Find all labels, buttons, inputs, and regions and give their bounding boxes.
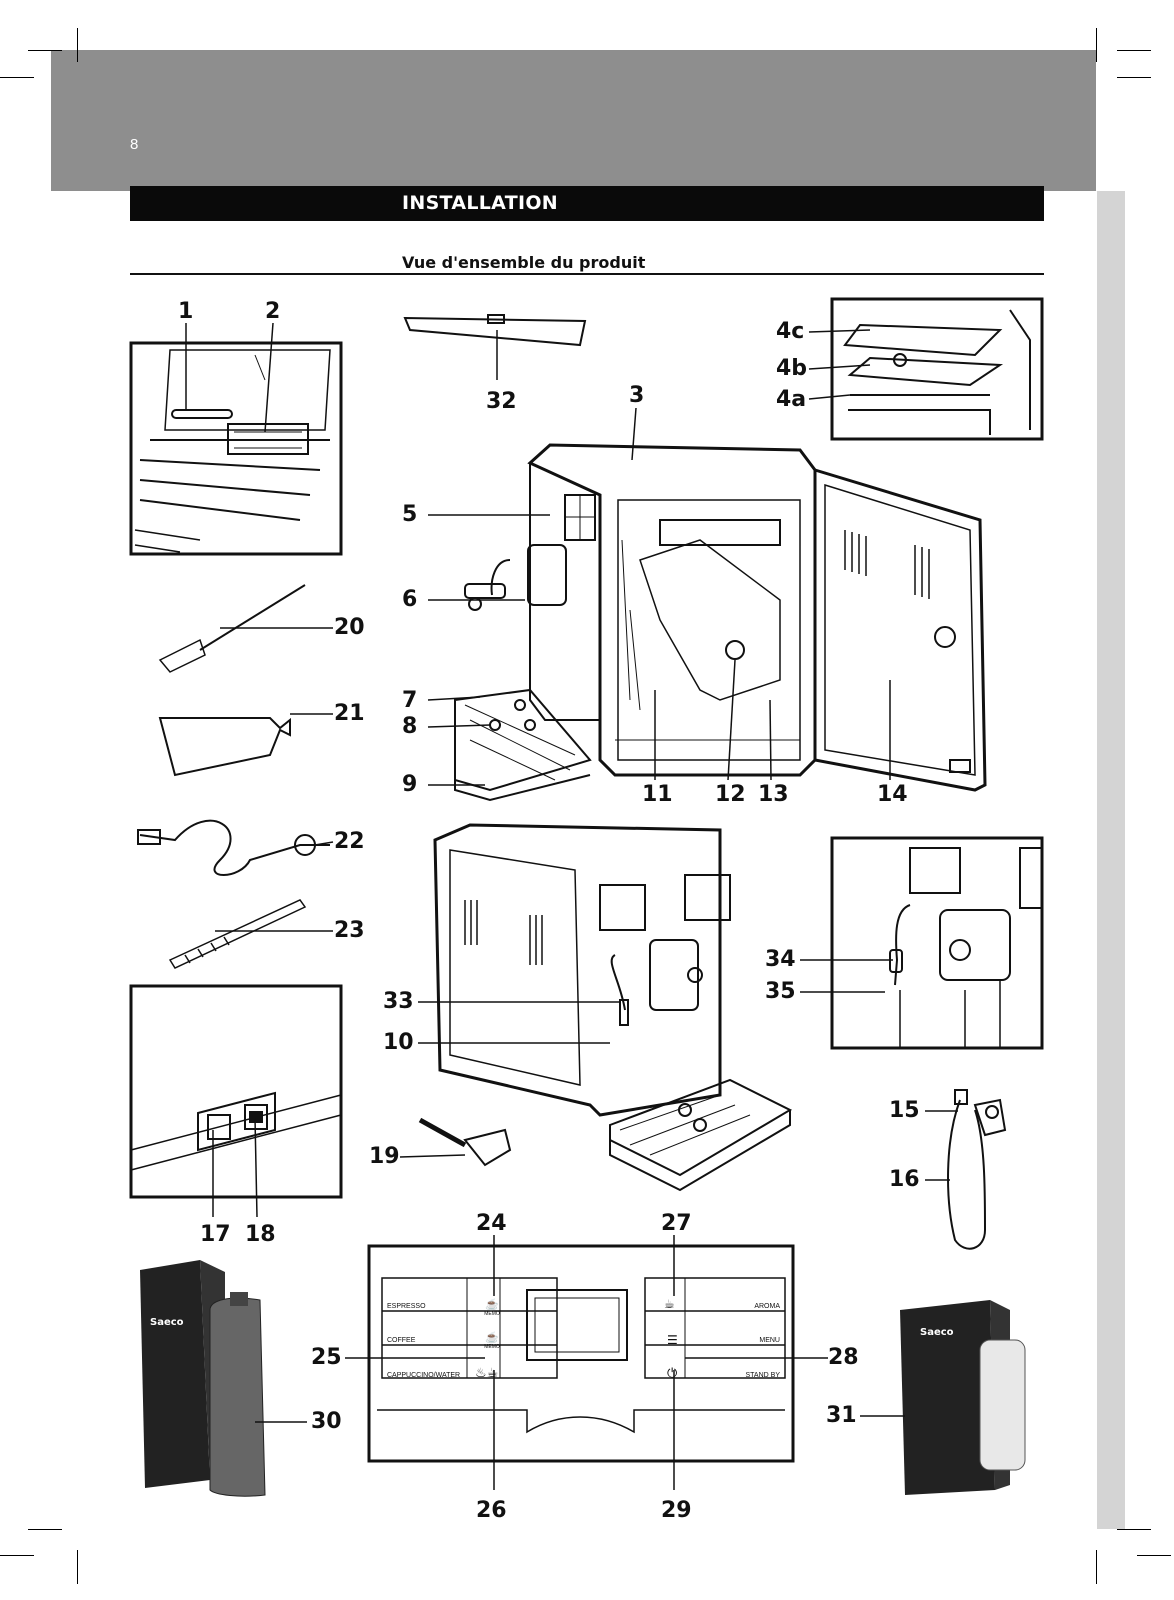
descaler-pack: Saeco <box>140 1260 266 1497</box>
test-strip <box>168 899 307 969</box>
subtitle: Vue d'ensemble du produit <box>402 253 646 272</box>
header-band <box>51 50 1096 191</box>
detail-water-tank <box>830 297 1044 441</box>
crop-mark <box>1117 1529 1151 1530</box>
leader-lines <box>185 322 958 1490</box>
crop-mark <box>1137 1555 1171 1556</box>
callout-23: 23 <box>334 918 365 943</box>
panel-aroma-button[interactable]: AROMA <box>754 1303 780 1310</box>
coffee-memo-icon[interactable]: ☕MEMO <box>484 1332 500 1351</box>
brush <box>158 584 306 673</box>
callout-9: 9 <box>402 772 418 797</box>
menu-icon[interactable]: ☰ <box>667 1333 678 1347</box>
callout-20: 20 <box>334 615 365 640</box>
panel-standby-button[interactable]: STAND BY <box>745 1372 781 1379</box>
aroma-icon[interactable]: ☕ <box>664 1297 675 1311</box>
machine-front-view <box>433 823 793 1192</box>
callout-10: 10 <box>383 1030 414 1055</box>
power-icon[interactable]: ⏻ <box>667 1366 678 1381</box>
crop-mark <box>1096 1550 1097 1584</box>
callout-12: 12 <box>715 782 746 807</box>
crop-mark <box>1117 77 1151 78</box>
panel-coffee-button[interactable]: COFFEE <box>387 1337 416 1344</box>
callout-25: 25 <box>311 1345 342 1370</box>
callout-17: 17 <box>200 1222 231 1247</box>
crop-mark <box>1117 50 1151 51</box>
callout-4c: 4c <box>776 319 805 344</box>
callout-29: 29 <box>661 1498 692 1523</box>
side-tab-bar <box>1097 191 1125 1529</box>
crop-mark <box>77 28 78 62</box>
callout-4b: 4b <box>776 356 808 381</box>
callout-3: 3 <box>629 383 645 408</box>
milk-tube <box>947 1089 1007 1250</box>
callout-35: 35 <box>765 979 796 1004</box>
machine-open-view <box>454 443 987 802</box>
callout-4a: 4a <box>776 387 807 412</box>
svg-text:Saeco: Saeco <box>920 1327 954 1338</box>
measuring-scoop <box>418 1117 512 1167</box>
callout-31: 31 <box>826 1403 857 1428</box>
crop-mark <box>0 77 34 78</box>
callout-6: 6 <box>402 587 418 612</box>
callout-18: 18 <box>245 1222 276 1247</box>
callout-34: 34 <box>765 947 796 972</box>
grease-tube <box>158 717 291 777</box>
memo-label: MEMO <box>484 1311 500 1317</box>
crop-mark <box>77 1550 78 1584</box>
crop-mark <box>28 50 62 51</box>
callout-26: 26 <box>476 1498 507 1523</box>
bean-lid <box>403 314 587 347</box>
callout-33: 33 <box>383 989 414 1014</box>
callout-19: 19 <box>369 1144 400 1169</box>
callout-13: 13 <box>758 782 789 807</box>
callout-28: 28 <box>828 1345 859 1370</box>
callout-2: 2 <box>265 299 281 324</box>
callout-7: 7 <box>402 688 418 713</box>
espresso-memo-icon[interactable]: ☕MEMO <box>484 1299 500 1318</box>
callout-15: 15 <box>889 1098 920 1123</box>
callout-32: 32 <box>486 389 517 414</box>
detail-top-lid <box>129 341 343 556</box>
callout-27: 27 <box>661 1211 692 1236</box>
panel-espresso-button[interactable]: ESPRESSO <box>387 1303 426 1310</box>
crop-mark <box>1096 28 1097 62</box>
callout-8: 8 <box>402 714 418 739</box>
section-bar <box>130 186 1044 221</box>
cappuccino-water-icon[interactable]: ♨☕ <box>475 1366 499 1381</box>
callout-30: 30 <box>311 1409 342 1434</box>
callout-14: 14 <box>877 782 908 807</box>
control-panel <box>367 1244 795 1463</box>
section-title: INSTALLATION <box>402 192 558 214</box>
callout-5: 5 <box>402 502 418 527</box>
detail-power-switch <box>129 984 343 1199</box>
water-filter-pack: Saeco <box>900 1300 1026 1495</box>
svg-text:Saeco: Saeco <box>150 1317 184 1328</box>
callout-22: 22 <box>334 829 365 854</box>
crop-mark <box>0 1555 34 1556</box>
subtitle-rule <box>130 273 1044 275</box>
crop-mark <box>28 1529 62 1530</box>
callout-11: 11 <box>642 782 673 807</box>
callout-16: 16 <box>889 1167 920 1192</box>
detail-steam-wand <box>830 836 1044 1050</box>
panel-menu-button[interactable]: MENU <box>759 1337 780 1344</box>
callout-21: 21 <box>334 701 365 726</box>
panel-cappuccino-water-button[interactable]: CAPPUCCINO/WATER <box>387 1372 461 1379</box>
power-cord <box>137 819 330 876</box>
callout-1: 1 <box>178 299 194 324</box>
page-number: 8 <box>130 136 139 153</box>
callout-24: 24 <box>476 1211 507 1236</box>
memo-label: MEMO <box>484 1344 500 1350</box>
